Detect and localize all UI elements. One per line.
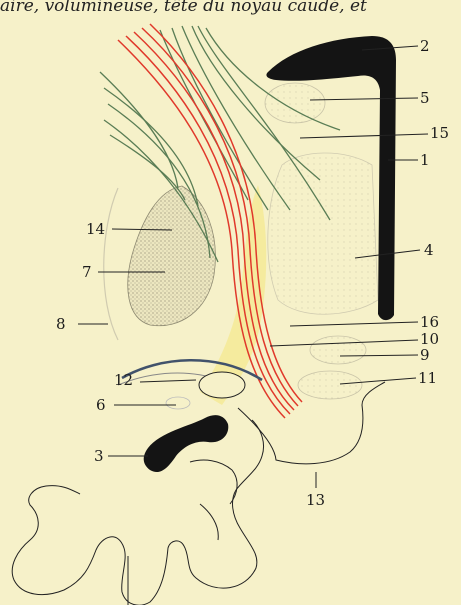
label-6: 6 [96, 396, 106, 414]
stippled-nucleus [128, 186, 216, 326]
label-16: 16 [420, 313, 439, 331]
label-4: 4 [424, 241, 434, 259]
label-7: 7 [82, 263, 92, 281]
label-2: 2 [420, 37, 430, 55]
label-1: 1 [420, 151, 430, 169]
structure-4-caudate-region [268, 153, 378, 314]
label-8: 8 [56, 315, 66, 333]
label-14: 14 [86, 220, 105, 238]
label-13: 13 [306, 491, 325, 509]
label-3: 3 [94, 447, 104, 465]
label-9: 9 [420, 346, 430, 364]
structure-9 [310, 336, 366, 364]
structure-11 [298, 371, 362, 399]
ventricle-3 [144, 415, 229, 472]
label-12: 12 [114, 371, 133, 389]
lower-lobes [12, 420, 263, 605]
label-15: 15 [430, 124, 449, 142]
structure-8-insula [104, 188, 118, 340]
label-11: 11 [418, 369, 437, 387]
structure-5 [265, 83, 325, 123]
label-5: 5 [420, 89, 430, 107]
